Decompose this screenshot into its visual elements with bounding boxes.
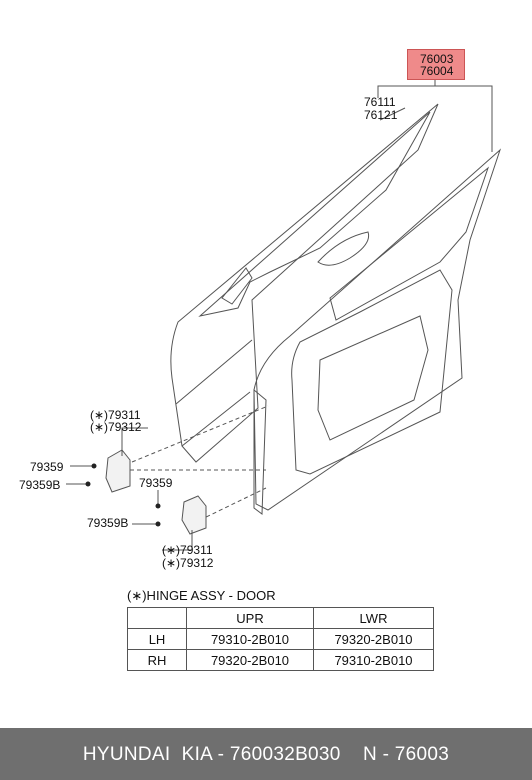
hinge-parts-table: UPR LWR LH 79310-2B010 79320-2B010 RH 79… bbox=[127, 607, 434, 671]
hinge-upper-leader bbox=[121, 427, 148, 456]
callout-leader bbox=[377, 80, 436, 98]
table-cell: 79310-2B010 bbox=[313, 649, 434, 671]
mirror-mount bbox=[221, 267, 253, 305]
table-cell: LH bbox=[127, 628, 187, 650]
table-cell: RH bbox=[127, 649, 187, 671]
table-cell: 79320-2B010 bbox=[313, 628, 434, 650]
lower-hinge bbox=[181, 495, 207, 535]
part-label: 79359 bbox=[30, 460, 64, 474]
bolt-icon bbox=[91, 463, 97, 469]
panel-leader bbox=[379, 107, 406, 121]
hinge-lower-leader bbox=[162, 530, 193, 551]
table-row: LH 79310-2B010 79320-2B010 bbox=[127, 628, 434, 650]
part-label: (∗)79311 bbox=[162, 543, 213, 557]
part-label: (∗)79311 bbox=[90, 408, 141, 422]
callout-leader-right bbox=[435, 85, 493, 152]
callout-highlight bbox=[407, 49, 465, 80]
table-header-row: UPR LWR bbox=[127, 607, 434, 629]
part-label: (∗)79312 bbox=[90, 420, 142, 434]
part-label: 76111 bbox=[364, 95, 396, 109]
bolt-icon bbox=[155, 521, 161, 527]
alignment-line-1 bbox=[131, 405, 269, 463]
footer-bar bbox=[0, 728, 532, 780]
bolt-icon bbox=[155, 503, 161, 509]
table-cell: 79320-2B010 bbox=[186, 649, 314, 671]
table-header-cell bbox=[127, 607, 187, 629]
door-frame bbox=[253, 148, 502, 511]
callout-part-number: 76003 bbox=[420, 52, 454, 66]
callout-part-number: 76004 bbox=[420, 64, 454, 78]
table-cell: 79310-2B010 bbox=[186, 628, 314, 650]
part-label: 79359 bbox=[139, 476, 173, 490]
table-header-cell: LWR bbox=[313, 607, 434, 629]
door-frame-edge bbox=[253, 388, 267, 515]
door-frame-inner-window bbox=[329, 166, 490, 321]
footer-part-info: HYUNDAI KIA - 760032B030 N - 76003 bbox=[82, 744, 450, 765]
outer-panel bbox=[170, 103, 439, 463]
legend-hinge-assy: (∗)HINGE ASSY - DOOR bbox=[127, 588, 276, 603]
upper-hinge bbox=[105, 449, 131, 493]
door-inner-opening bbox=[317, 315, 429, 441]
alignment-line-3 bbox=[199, 487, 267, 521]
door-inner-panel bbox=[291, 269, 453, 475]
bolt-icon bbox=[85, 481, 91, 487]
outer-panel-window-edge bbox=[198, 111, 431, 317]
part-label: 76121 bbox=[364, 108, 398, 122]
part-label: (∗)79312 bbox=[162, 556, 214, 570]
table-header-cell: UPR bbox=[186, 607, 314, 629]
outer-handle bbox=[317, 231, 370, 266]
table-row: RH 79320-2B010 79310-2B010 bbox=[127, 649, 434, 671]
outer-panel-lower bbox=[175, 339, 253, 447]
part-label: 79359B bbox=[87, 516, 129, 530]
part-label: 79359B bbox=[19, 478, 61, 492]
